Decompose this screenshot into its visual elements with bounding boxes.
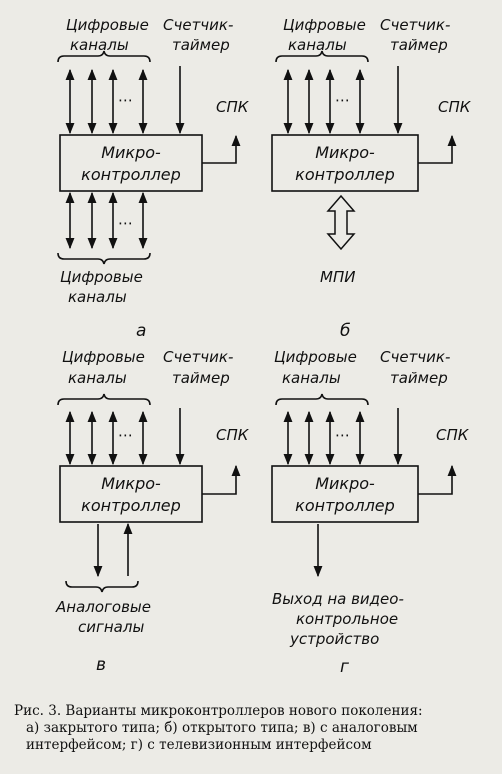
timer-label: Счетчик- [380, 348, 450, 366]
spk-arrow [418, 134, 457, 164]
spk-label: СПК [438, 98, 472, 116]
video-output-label: устройство [289, 630, 379, 648]
box-text: контроллер [81, 496, 181, 515]
box-text: Микро- [315, 474, 375, 493]
digital-channels-label: Цифровые [66, 16, 149, 34]
analog-signals-label: сигналы [78, 618, 144, 636]
digital-channels-label: каналы [70, 36, 129, 54]
digital-channels-bottom-label: Цифровые [60, 268, 143, 286]
diagram-b [271, 50, 457, 251]
digital-channels-bottom-label: каналы [68, 288, 127, 306]
digital-channels-label: Цифровые [283, 16, 366, 34]
diagram-a [57, 50, 241, 265]
caption-line-3: интерфейсом; г) с телевизионным интерфей… [26, 737, 372, 753]
sublabel-a: а [136, 321, 146, 341]
brace-top-d [275, 393, 369, 406]
box-text: Микро- [101, 474, 161, 493]
dots-label: ⋯ [335, 91, 350, 109]
spk-arrow [202, 134, 241, 164]
digital-channels-label: Цифровые [274, 348, 357, 366]
spk-label: СПК [436, 426, 470, 444]
brace-top-b [275, 50, 369, 63]
box-text: Микро- [315, 143, 375, 162]
diagram-d [271, 393, 457, 578]
digital-channels-label: каналы [68, 369, 127, 387]
mpi-double-arrow [326, 194, 356, 251]
video-output-label: контрольное [296, 610, 398, 628]
spk-arrow [418, 464, 457, 495]
timer-label: таймер [172, 369, 230, 387]
box-text: контроллер [295, 165, 395, 184]
spk-label: СПК [216, 426, 250, 444]
digital-channels-label: каналы [288, 36, 347, 54]
digital-channels-label: Цифровые [62, 348, 145, 366]
timer-label: Счетчик- [163, 348, 233, 366]
sublabel-c: в [96, 655, 106, 675]
sublabel-b: б [340, 321, 350, 341]
sublabel-d: г [340, 657, 349, 677]
video-output-label: Выход на видео- [272, 590, 404, 608]
analog-signals-label: Аналоговые [55, 598, 151, 616]
box-text: Микро- [101, 143, 161, 162]
digital-channels-label: каналы [282, 369, 341, 387]
timer-label: Счетчик- [380, 16, 450, 34]
box-text: контроллер [295, 496, 395, 515]
timer-label: таймер [390, 369, 448, 387]
diagram-c [57, 393, 241, 593]
timer-label: таймер [390, 36, 448, 54]
caption-line-2: а) закрытого типа; б) открытого типа; в)… [26, 720, 418, 736]
brace-top-a [57, 50, 151, 63]
box-text: контроллер [81, 165, 181, 184]
figure-diagrams: Цифровые каналы Счетчик- таймер СПК Микр… [55, 16, 472, 677]
mpi-label: МПИ [320, 268, 355, 286]
timer-label: Счетчик- [163, 16, 233, 34]
figure-caption: Рис. 3. Варианты микроконтроллеров новог… [14, 703, 494, 754]
caption-line-1: Рис. 3. Варианты микроконтроллеров новог… [14, 703, 423, 719]
spk-arrow [202, 464, 241, 495]
spk-label: СПК [216, 98, 250, 116]
brace-bottom-c [65, 580, 139, 593]
dots-label: ⋯ [118, 214, 133, 232]
dots-label: ⋯ [118, 426, 133, 444]
brace-top-c [57, 393, 151, 406]
dots-label: ⋯ [118, 91, 133, 109]
timer-label: таймер [172, 36, 230, 54]
brace-bottom-a [57, 252, 151, 265]
dots-label: ⋯ [335, 426, 350, 444]
